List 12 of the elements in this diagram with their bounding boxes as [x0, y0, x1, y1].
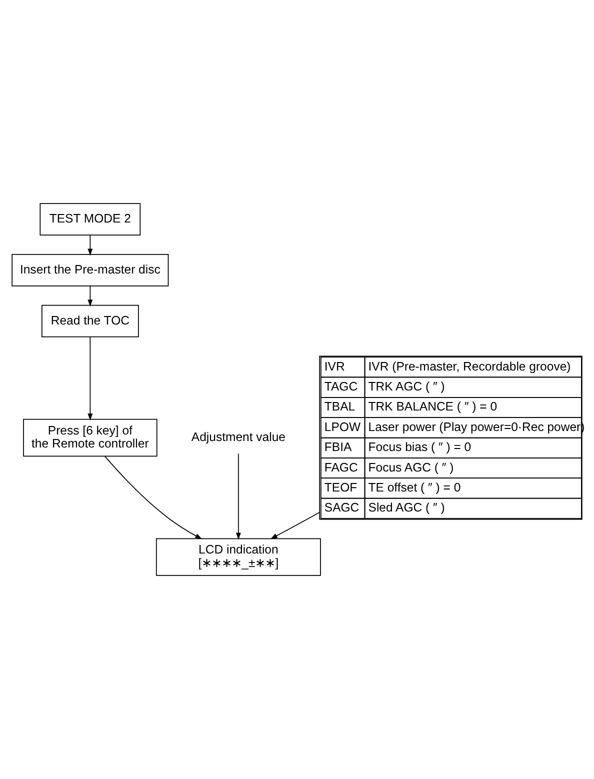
- arrow: [88, 336, 93, 421]
- node-box: LCD indication [∗∗∗∗_±∗∗]: [156, 538, 321, 576]
- node-box: TEST MODE 2: [40, 203, 141, 236]
- node-box: Read the TOC: [41, 304, 139, 338]
- arrow: [88, 286, 93, 307]
- arrow: [104, 456, 202, 540]
- node-box: Press [6 key] of the Remote controller: [23, 418, 158, 457]
- arrow: [270, 512, 320, 540]
- node-box: Insert the Pre-master disc: [12, 254, 169, 286]
- node-text: Adjustment value: [191, 430, 286, 444]
- arrow: [88, 234, 93, 256]
- arrow: [236, 453, 241, 540]
